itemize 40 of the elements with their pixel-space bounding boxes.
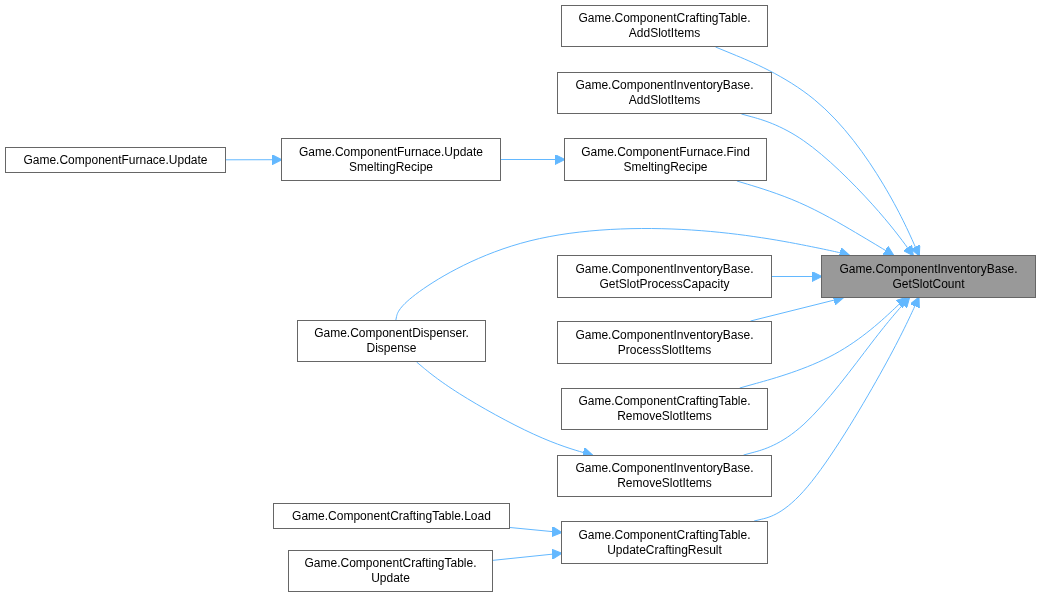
function-name: Game.ComponentInventoryBase. GetSlotProcessCapacity — [574, 261, 755, 292]
function-name: Game.ComponentCraftingTable. Update — [303, 556, 478, 586]
function-box — [561, 388, 768, 430]
function-box — [564, 138, 767, 181]
arrow — [771, 271, 823, 282]
function-name: Game.ComponentFurnace.Find SmeltingRecipe — [580, 144, 751, 175]
arrow — [715, 46, 921, 257]
function-name: Game.ComponentInventoryBase. ProcessSlotItems — [574, 327, 755, 358]
function-name: Game.ComponentInventoryBase. AddSlotItems — [574, 78, 755, 108]
arrow — [743, 296, 911, 456]
arrow — [740, 113, 914, 257]
function-name: Game.ComponentCraftingTable. RemoveSlotItems — [577, 394, 752, 424]
function-box — [557, 255, 772, 298]
function-box — [557, 321, 772, 364]
function-box — [561, 5, 768, 47]
function-box — [281, 138, 501, 181]
arrow — [492, 548, 563, 561]
function-name: Game.ComponentCraftingTable.Load — [292, 508, 491, 524]
function-name: Game.ComponentCraftingTable. AddSlotItems — [577, 11, 752, 41]
function-box — [273, 503, 510, 529]
function-box — [297, 320, 486, 362]
function-box — [561, 521, 768, 564]
arrow — [500, 154, 566, 165]
function-name: Game.ComponentInventoryBase. GetSlotCount — [838, 261, 1019, 292]
arrow — [736, 180, 895, 256]
arrow — [739, 296, 907, 389]
arrow — [225, 154, 283, 166]
function-name: Game.ComponentDispenser. Dispense — [313, 326, 470, 356]
arrow — [509, 526, 563, 538]
function-name: Game.ComponentFurnace.Update SmeltingRecipe — [297, 144, 485, 175]
function-box — [288, 550, 493, 592]
function-box — [557, 72, 772, 114]
arrow — [395, 228, 851, 321]
function-box — [5, 147, 226, 173]
function-name: Game.ComponentFurnace.Update — [23, 152, 208, 168]
function-name: Game.ComponentCraftingTable. UpdateCraftingResult — [577, 527, 752, 558]
function-name: Game.ComponentInventoryBase. RemoveSlotItems — [574, 461, 755, 491]
highlighted-function-box — [821, 255, 1036, 298]
function-box — [557, 455, 772, 497]
arrow — [753, 296, 920, 522]
